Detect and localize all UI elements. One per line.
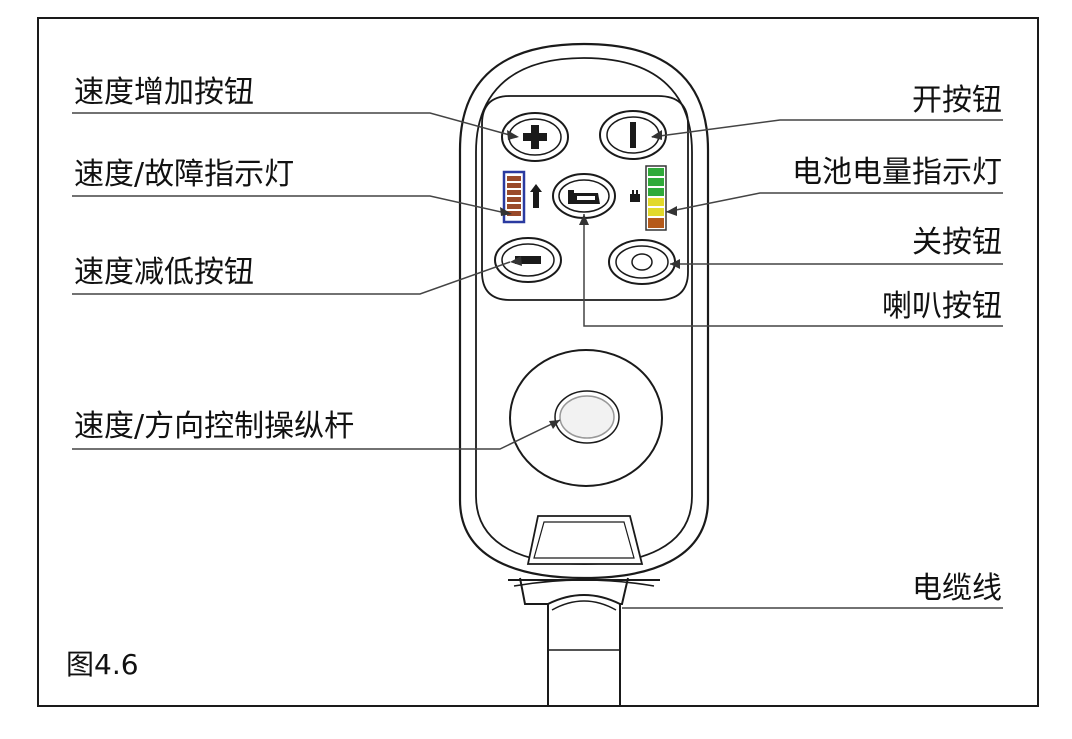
leader-speed-fault	[72, 195, 511, 215]
label-joystick: 速度/方向控制操纵杆	[74, 409, 355, 444]
label-power-on-button: 开按钮	[912, 83, 1002, 118]
battery-indicator	[645, 165, 667, 231]
cable	[519, 577, 629, 706]
plus-icon	[523, 125, 547, 149]
speed-up-button[interactable]	[501, 112, 569, 162]
label-speed-down-button: 速度减低按钮	[74, 255, 254, 290]
lower-panel	[526, 515, 644, 565]
leader-speed-down	[72, 261, 511, 295]
label-speed-up-button: 速度增加按钮	[74, 75, 254, 110]
leader-lines	[72, 112, 1003, 609]
button-panel	[481, 95, 689, 301]
cable-strain-relief	[508, 579, 660, 587]
battery-plug-icon	[630, 190, 640, 202]
leader-power-on	[651, 119, 1003, 138]
label-horn-button: 喇叭按钮	[882, 289, 1002, 324]
horn-icon	[568, 190, 600, 204]
label-battery-indicator: 电池电量指示灯	[792, 155, 1002, 190]
leader-battery	[665, 192, 1003, 213]
figure-frame	[37, 17, 1039, 707]
label-power-off-button: 关按钮	[912, 225, 1002, 260]
power-circle-icon	[631, 253, 653, 271]
figure-caption: 图4.6	[66, 648, 139, 681]
minus-icon	[515, 256, 541, 264]
leader-horn	[583, 214, 1003, 327]
leader-joystick	[72, 419, 561, 450]
joystick[interactable]	[509, 349, 663, 487]
power-line-icon	[630, 122, 636, 148]
speed-down-button[interactable]	[494, 237, 562, 283]
leader-arrowheads	[500, 130, 680, 429]
horn-button[interactable]	[552, 173, 616, 219]
speed-fault-indicator	[502, 170, 526, 224]
speed-person-icon	[530, 184, 542, 208]
label-cable: 电缆线	[912, 571, 1002, 606]
label-speed-fault-indicator: 速度/故障指示灯	[74, 157, 295, 192]
power-off-button[interactable]	[608, 239, 676, 285]
leader-speed-up	[72, 112, 518, 138]
